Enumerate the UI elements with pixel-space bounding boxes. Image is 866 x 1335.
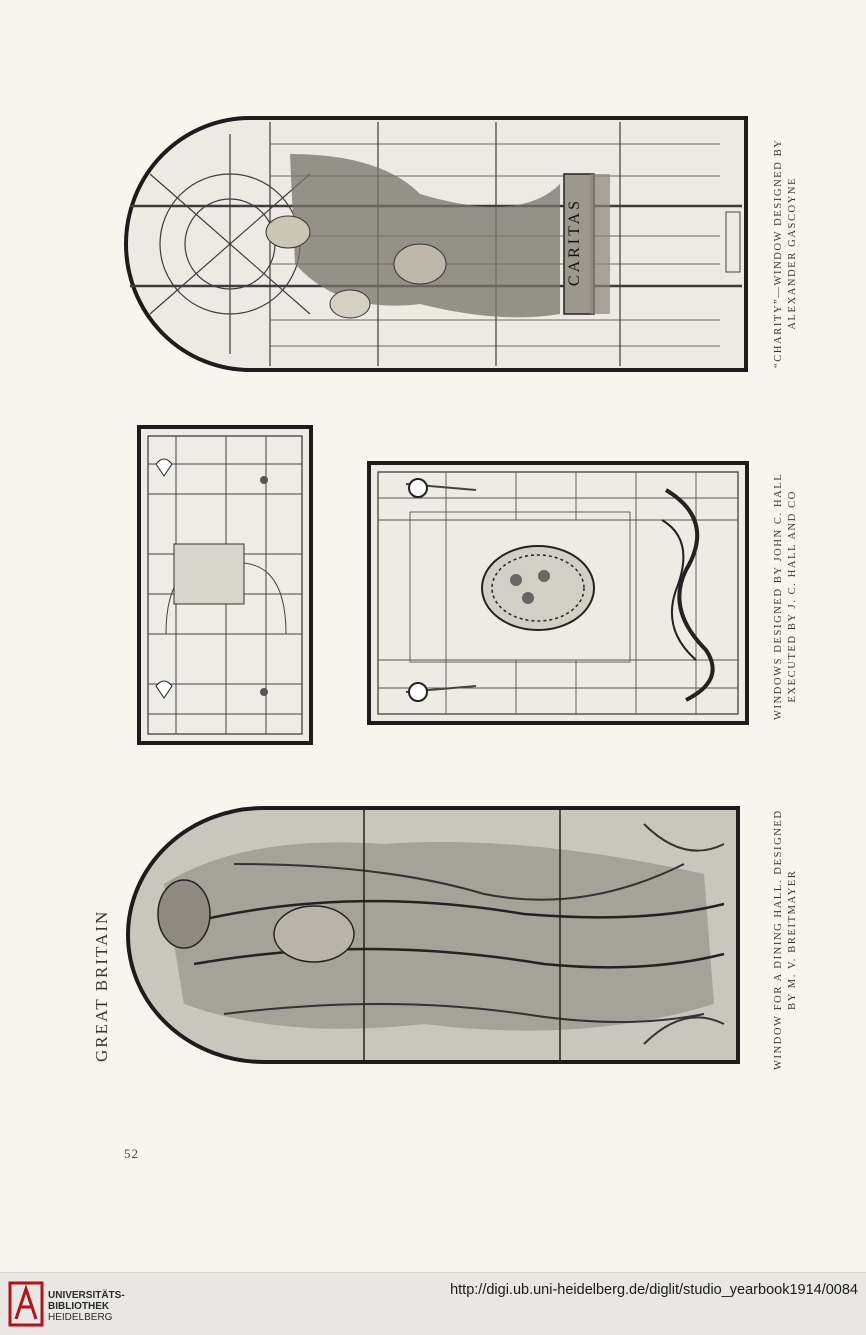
hall-caption-line2: EXECUTED BY J. C. HALL AND CO xyxy=(787,490,798,703)
charity-window-illustration: CARITAS xyxy=(124,116,748,372)
running-head: GREAT BRITAIN xyxy=(92,909,111,1062)
hall-caption-line1: WINDOWS DESIGNED BY JOHN C. HALL xyxy=(773,472,784,720)
small-leaded-window-illustration xyxy=(137,425,313,745)
page-number: 52 xyxy=(124,1146,139,1161)
library-name-line1: UNIVERSITÄTS- xyxy=(48,1290,125,1301)
dining-hall-window-illustration xyxy=(126,806,740,1064)
dining-caption-line1: WINDOW FOR A DINING HALL. DESIGNED xyxy=(773,809,784,1070)
caritas-inscription: CARITAS xyxy=(566,198,583,286)
university-library-logo-icon xyxy=(8,1281,44,1327)
library-footer: UNIVERSITÄTS- BIBLIOTHEK HEIDELBERG http… xyxy=(0,1272,866,1335)
library-name: UNIVERSITÄTS- BIBLIOTHEK HEIDELBERG xyxy=(48,1290,125,1323)
dining-window-caption: WINDOW FOR A DINING HALL. DESIGNED BY M.… xyxy=(772,809,800,1070)
library-name-line3: HEIDELBERG xyxy=(48,1312,113,1323)
hall-windows-caption: WINDOWS DESIGNED BY JOHN C. HALL EXECUTE… xyxy=(772,473,800,720)
hall-leaded-window-illustration xyxy=(367,461,749,725)
permalink-url[interactable]: http://digi.ub.uni-heidelberg.de/diglit/… xyxy=(450,1282,858,1298)
library-name-line2: BIBLIOTHEK xyxy=(48,1301,110,1312)
charity-caption: “CHARITY”—WINDOW DESIGNED BY ALEXANDER G… xyxy=(772,139,800,369)
dining-caption-line2: BY M. V. BREITMAYER xyxy=(787,869,798,1010)
charity-caption-line2: ALEXANDER GASCOYNE xyxy=(787,176,798,330)
book-page: GREAT BRITAIN 52 CA xyxy=(92,116,800,1161)
charity-caption-line1: “CHARITY”—WINDOW DESIGNED BY xyxy=(773,138,784,369)
